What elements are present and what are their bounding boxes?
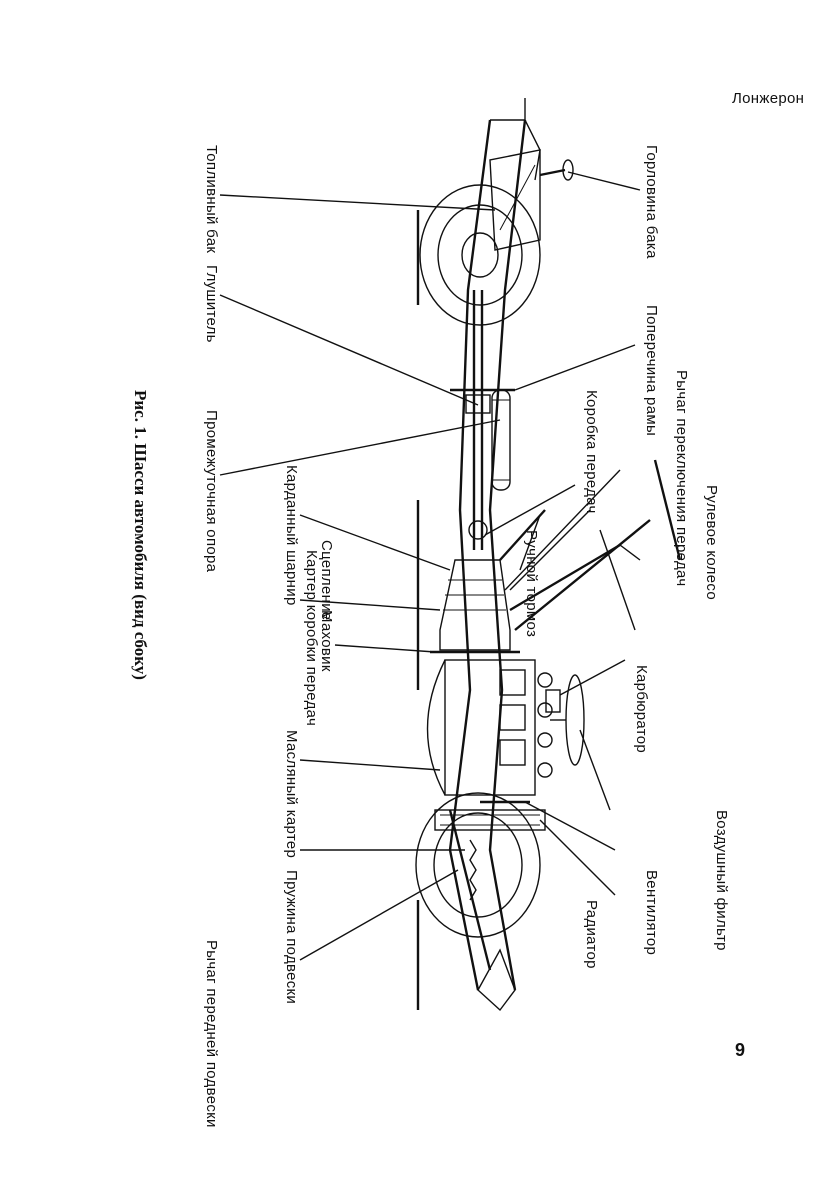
label-radiator: Радиатор	[583, 900, 600, 969]
page-number: 9	[734, 1040, 745, 1060]
steering	[509, 459, 682, 631]
label-cross-member: Поперечина рамы	[643, 305, 660, 437]
label-muffler: Глушитель	[203, 265, 220, 343]
front-spring	[448, 809, 492, 971]
label-flywheel: Маховик	[318, 610, 335, 672]
label-hand-brake: Ручной тормоз	[523, 530, 540, 638]
label-cardan-joint: Карданный шарнир	[283, 465, 300, 606]
rotated-figure: Лонжерон Горловина бака Топливный бак По…	[100, 90, 804, 1128]
engine-block	[426, 659, 553, 796]
leader-lines	[219, 98, 641, 961]
label-gearbox: Коробка передач	[583, 390, 600, 514]
label-clutch: Сцепление	[318, 540, 335, 621]
radiator-shape	[434, 809, 546, 831]
figure-caption: Рис. 1. Шасси автомобиля (вид сбоку)	[131, 390, 150, 680]
chassis-drawing	[219, 98, 682, 1012]
air-filter-shape	[550, 674, 585, 766]
label-intermediate-support: Промежуточная опора	[203, 410, 220, 573]
label-gear-lever: Рычаг переключения передач	[673, 370, 690, 587]
gearbox-shape	[439, 559, 511, 651]
label-longeron: Лонжерон	[732, 90, 805, 107]
fuel-tank-shape	[489, 149, 541, 251]
frame	[448, 119, 541, 991]
label-filler-neck: Горловина бака	[643, 145, 660, 259]
filler-neck	[539, 159, 574, 181]
label-suspension-spring: Пружина подвески	[283, 870, 300, 1005]
label-oil-pan: Масляный картер	[283, 730, 300, 859]
label-fan: Вентилятор	[643, 870, 660, 956]
label-front-suspension-arm: Рычаг передней подвески	[203, 940, 220, 1128]
label-carburetor: Карбюратор	[633, 665, 650, 754]
drive-shaft	[465, 290, 491, 550]
front-wheel	[415, 792, 541, 938]
label-steering-wheel: Рулевое колесо	[703, 485, 720, 600]
label-fuel-tank: Топливный бак	[203, 145, 220, 254]
label-air-filter: Воздушный фильтр	[713, 810, 730, 951]
